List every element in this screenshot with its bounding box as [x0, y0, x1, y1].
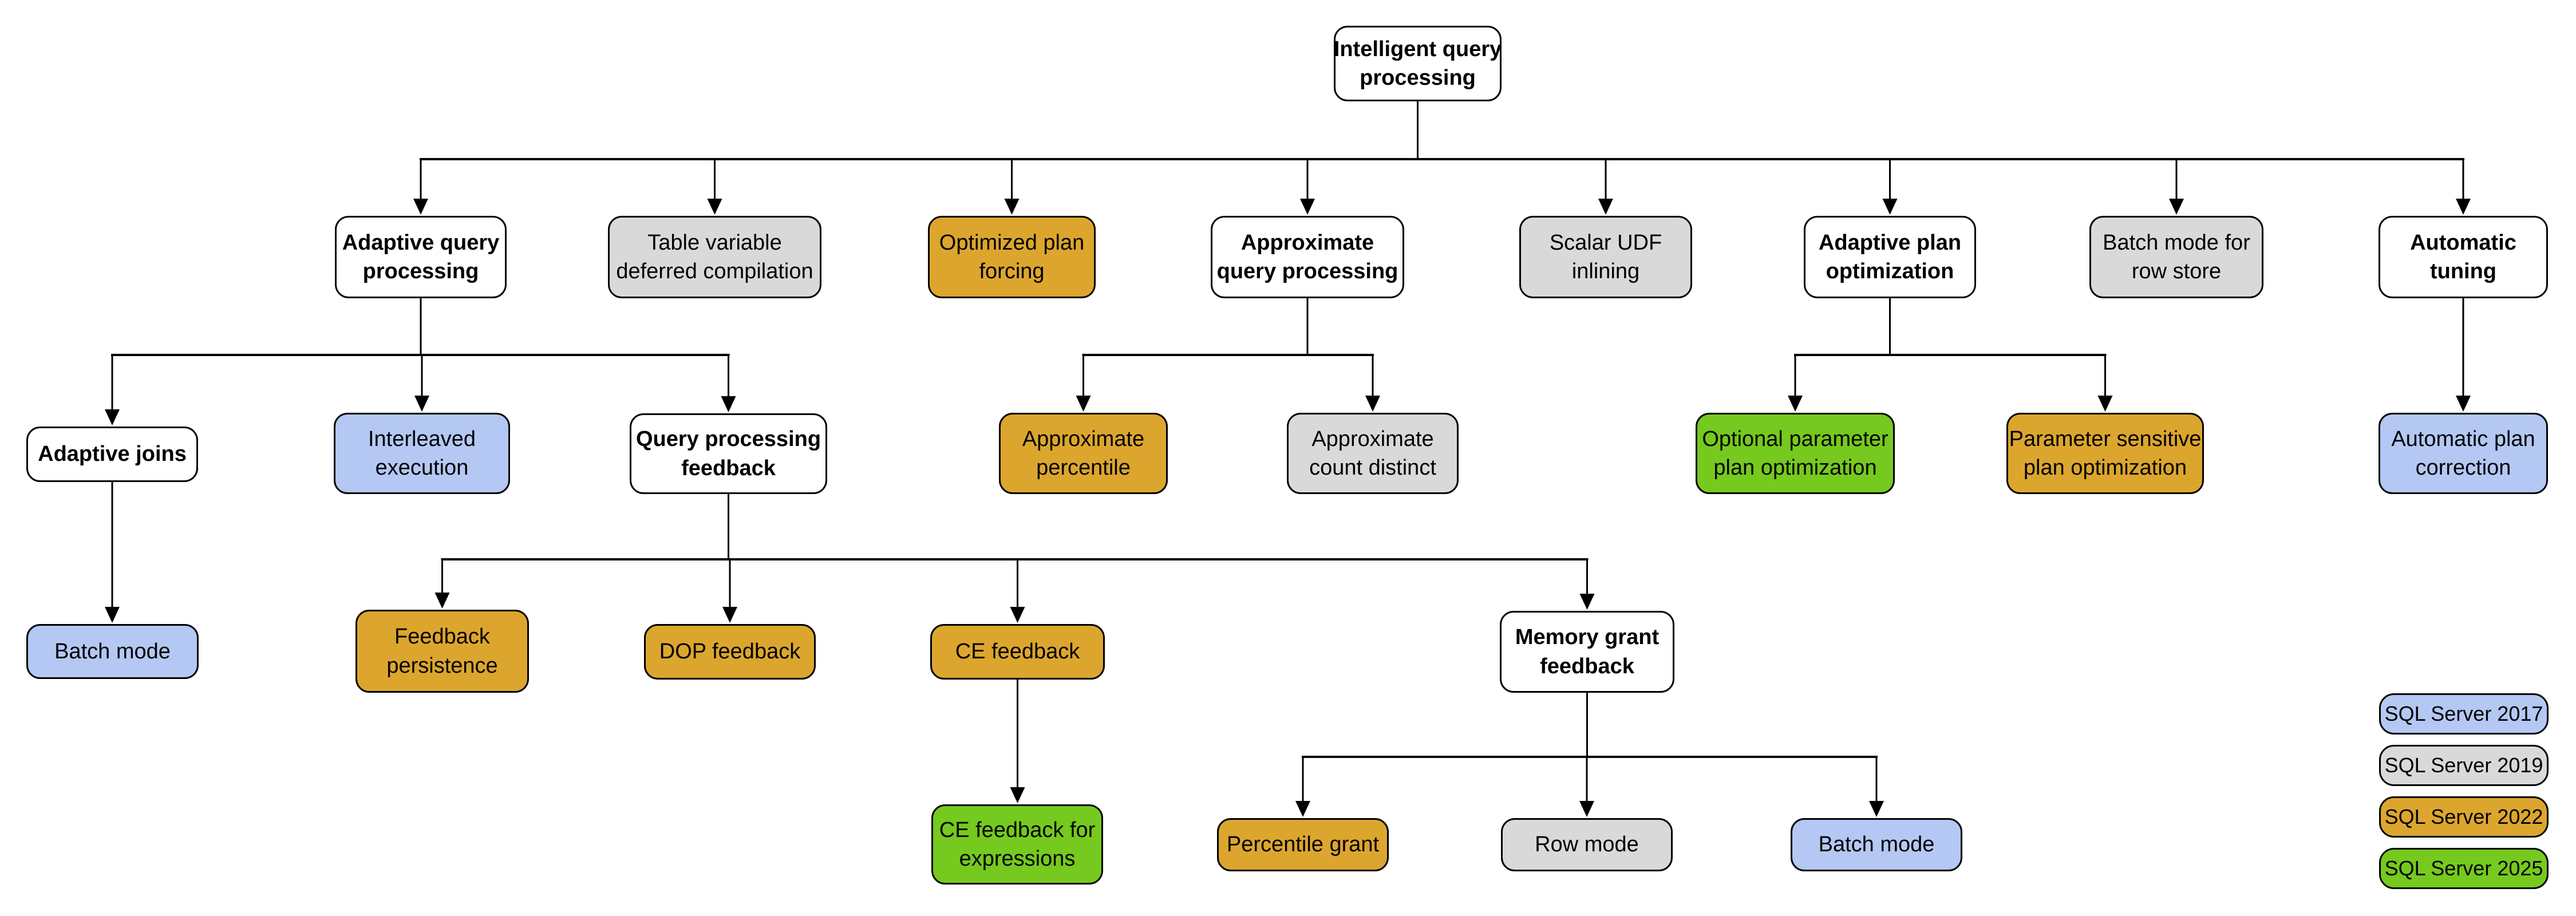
- arrowhead-icon: [1295, 801, 1310, 817]
- node-aqproc: Approximate query processing: [1211, 216, 1404, 298]
- node-pspo: Parameter sensitive plan optimization: [2006, 413, 2204, 494]
- arrowhead-icon: [1882, 199, 1898, 215]
- node-cef: CE feedback: [930, 624, 1105, 680]
- node-ie: Interleaved execution: [334, 413, 510, 494]
- arrowhead-icon: [1869, 801, 1884, 817]
- node-sudf: Scalar UDF inlining: [1519, 216, 1692, 298]
- arrowhead-icon: [1579, 801, 1594, 817]
- arrowhead-icon: [721, 396, 736, 412]
- node-apc: Automatic plan correction: [2379, 413, 2548, 494]
- arrowhead-icon: [434, 593, 450, 609]
- arrowhead-icon: [414, 396, 429, 412]
- node-fp: Feedback persistence: [355, 610, 529, 693]
- node-apo: Adaptive plan optimization: [1804, 216, 1976, 298]
- arrowhead-icon: [1788, 396, 1803, 412]
- arrowhead-icon: [1004, 199, 1020, 215]
- node-aqp: Adaptive query processing: [335, 216, 507, 298]
- arrowhead-icon: [2456, 396, 2471, 412]
- node-oppo: Optional parameter plan optimization: [1696, 413, 1895, 494]
- arrowhead-icon: [2456, 199, 2471, 215]
- legend-item-v2022: SQL Server 2022: [2379, 796, 2549, 838]
- node-tvdc: Table variable deferred compilation: [608, 216, 821, 298]
- node-aj: Adaptive joins: [26, 427, 198, 482]
- node-mgf: Memory grant feedback: [1500, 611, 1674, 693]
- arrowhead-icon: [1076, 396, 1091, 412]
- arrowhead-icon: [722, 607, 737, 623]
- node-dop: DOP feedback: [644, 624, 816, 680]
- node-rm: Row mode: [1501, 818, 1673, 871]
- node-acd: Approximate count distinct: [1287, 413, 1459, 494]
- node-bmrs: Batch mode for row store: [2089, 216, 2263, 298]
- legend-item-v2019: SQL Server 2019: [2379, 745, 2549, 786]
- node-apct: Approximate percentile: [999, 413, 1168, 494]
- legend-item-v2025: SQL Server 2025: [2379, 848, 2549, 889]
- arrowhead-icon: [105, 409, 120, 425]
- node-bm2: Batch mode: [1791, 818, 1962, 871]
- arrowhead-icon: [1010, 787, 1025, 803]
- node-opf: Optimized plan forcing: [928, 216, 1096, 298]
- arrowhead-icon: [105, 607, 120, 623]
- arrowhead-icon: [413, 199, 428, 215]
- arrowhead-icon: [1598, 199, 1613, 215]
- legend-item-v2017: SQL Server 2017: [2379, 693, 2549, 735]
- arrowhead-icon: [1365, 396, 1380, 412]
- arrowhead-icon: [1579, 594, 1595, 610]
- node-cefe: CE feedback for expressions: [931, 804, 1103, 885]
- arrowhead-icon: [1300, 199, 1315, 215]
- arrowhead-icon: [2169, 199, 2184, 215]
- node-qpf: Query processing feedback: [630, 413, 827, 494]
- arrowhead-icon: [2097, 396, 2113, 412]
- node-pg: Percentile grant: [1217, 818, 1389, 871]
- arrowhead-icon: [707, 199, 722, 215]
- node-at: Automatic tuning: [2379, 216, 2548, 298]
- arrowhead-icon: [1010, 607, 1025, 623]
- node-bm1: Batch mode: [26, 624, 199, 679]
- node-iqp: Intelligent query processing: [1334, 26, 1502, 101]
